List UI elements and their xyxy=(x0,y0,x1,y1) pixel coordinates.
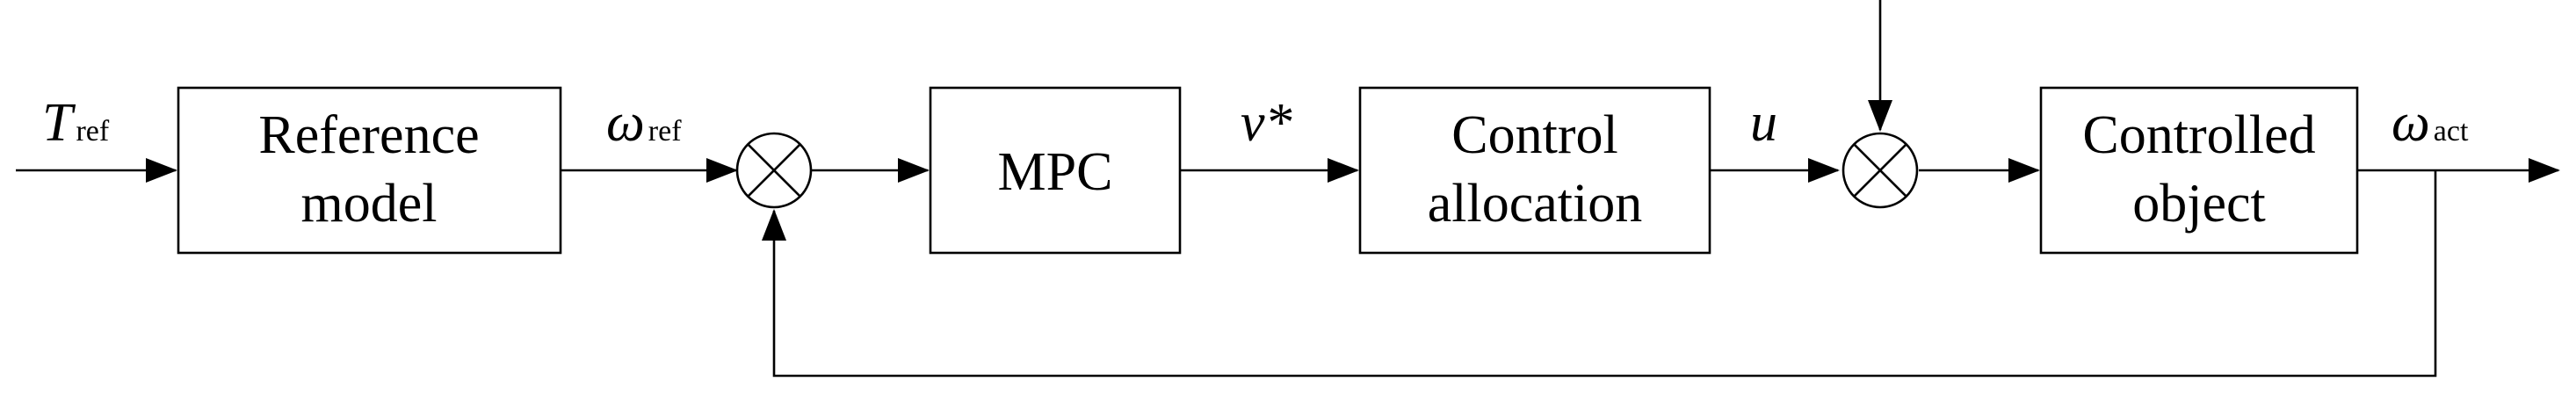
arrow-input-to-reference-model xyxy=(146,158,177,183)
arrow-control-allocation-to-sum2 xyxy=(1808,158,1840,183)
arrow-reference-model-to-sum1 xyxy=(706,158,738,183)
block-controlled-object: Controlled object xyxy=(2039,86,2359,255)
arrow-sum1-to-mpc xyxy=(898,158,930,183)
arrow-output xyxy=(2529,158,2560,183)
block-control-allocation-line2: allocation xyxy=(1428,174,1642,234)
arrow-sum2-to-controlled-object xyxy=(2008,158,2040,183)
arrow-mpc-to-control-allocation xyxy=(1328,158,1359,183)
arrow-disturbance-to-sum2 xyxy=(1868,100,1892,132)
block-reference-model-line2: model xyxy=(301,174,438,234)
block-control-allocation-line1: Control xyxy=(1451,105,1617,165)
wire-feedback-loop xyxy=(772,170,2437,378)
signal-virtual-control: v* xyxy=(1241,93,1292,153)
feedback-sum-junction: ⊗ xyxy=(735,132,813,209)
arrow-feedback-to-sum1 xyxy=(762,209,786,241)
block-mpc-label: MPC xyxy=(998,142,1113,202)
block-reference-model-line1: Reference xyxy=(258,105,479,165)
block-control-allocation: Control allocation xyxy=(1358,86,1711,255)
disturbance-sum-junction: ⊗ xyxy=(1842,132,1919,209)
block-mpc: MPC xyxy=(929,86,1182,255)
block-controlled-object-line2: object xyxy=(2132,174,2266,234)
signal-control-input: u xyxy=(1750,93,1777,153)
block-reference-model: Reference model xyxy=(177,86,562,255)
block-controlled-object-line1: Controlled xyxy=(2082,105,2315,165)
